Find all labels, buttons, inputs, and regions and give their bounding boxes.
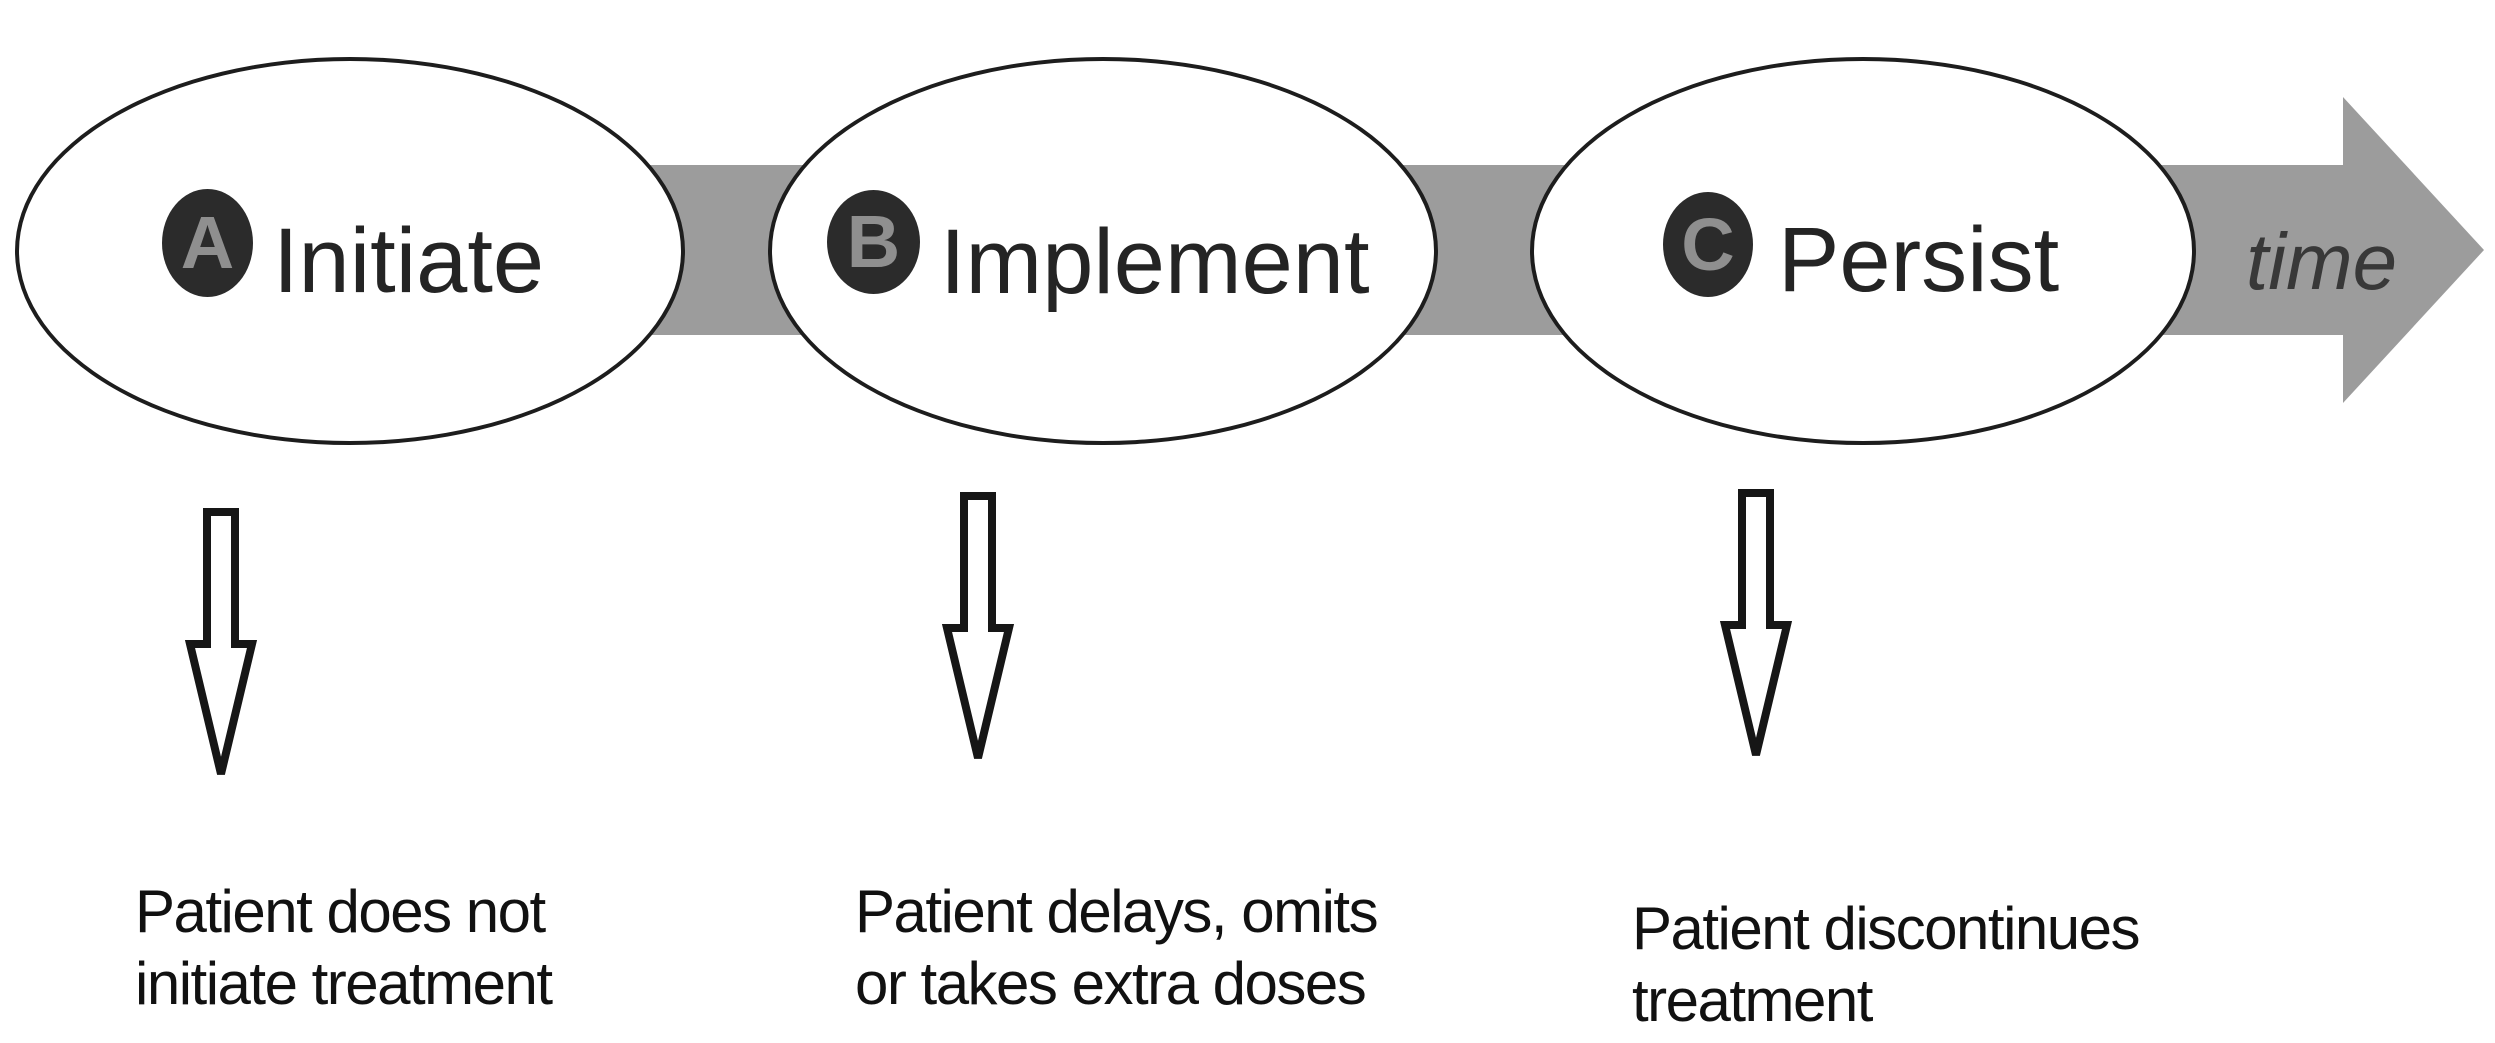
- stage-label-implement: Implement: [940, 211, 1370, 313]
- stage-badge-c: C: [1663, 192, 1753, 297]
- down-arrow-icon: [1719, 489, 1793, 756]
- stage-ellipse-initiate: [15, 57, 685, 445]
- caption-line: treatment: [1632, 967, 1873, 1034]
- down-arrow-icon: [184, 508, 258, 775]
- time-axis-label: time: [2246, 217, 2398, 306]
- stage-label-initiate: Initiate: [273, 210, 545, 312]
- stage-ellipse-implement: [768, 57, 1438, 445]
- stage-caption-implement: Patient delays, omits or takes extra dos…: [855, 876, 1379, 1020]
- stage-ellipse-persist: [1530, 57, 2196, 445]
- caption-line: or takes extra doses: [855, 950, 1367, 1017]
- stage-badge-a: A: [162, 189, 253, 297]
- caption-line: Patient delays, omits: [855, 878, 1379, 945]
- stage-label-persist: Persist: [1778, 209, 2060, 311]
- time-arrowhead-icon: [2343, 97, 2484, 403]
- caption-line: Patient discontinues: [1632, 895, 2141, 962]
- caption-line: initiate treatment: [135, 950, 553, 1017]
- down-arrow-icon: [941, 492, 1015, 759]
- stage-badge-letter: C: [1681, 202, 1735, 286]
- stage-badge-letter: A: [180, 201, 235, 284]
- stage-badge-letter: B: [846, 200, 901, 283]
- stage-caption-persist: Patient discontinues treatment: [1632, 893, 2141, 1037]
- caption-line: Patient does not: [135, 878, 546, 945]
- stage-badge-b: B: [827, 190, 920, 294]
- stage-caption-initiate: Patient does not initiate treatment: [135, 876, 553, 1020]
